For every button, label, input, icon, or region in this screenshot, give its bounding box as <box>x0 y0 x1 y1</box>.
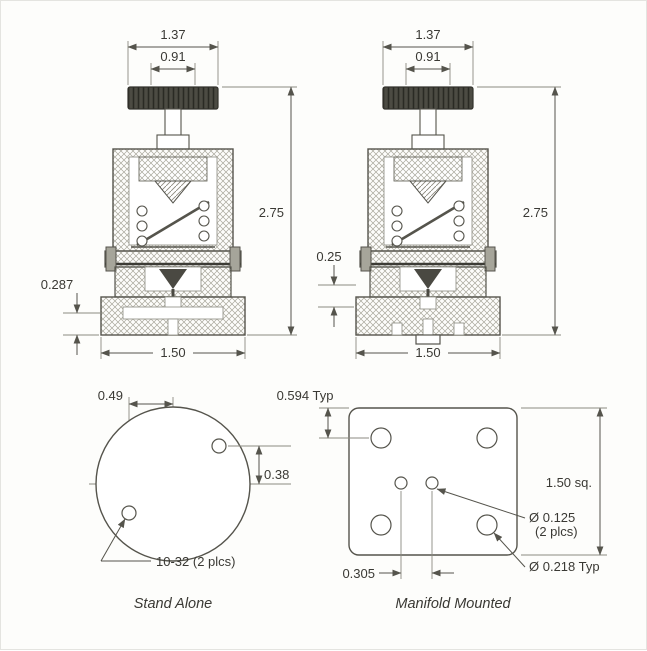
corner-hole-top-left <box>370 427 392 449</box>
dim-cap-width-stand-alone: 0.91 <box>150 49 196 85</box>
inlet-channel <box>419 296 437 310</box>
lock-nut <box>411 134 445 150</box>
cross-channel <box>122 306 224 320</box>
mount-hole-lower <box>121 505 137 521</box>
mount-hole-dia-leader: Ø 0.218 Typ <box>493 532 600 574</box>
dim-top-width-stand-alone: 1.37 <box>127 27 219 85</box>
dim-port-spacing: 0.305 <box>342 491 454 581</box>
dim-top-width-manifold: 1.37 <box>382 27 474 85</box>
bottom-view-manifold: 0.594 Typ 1.50 sq. Ø 0.125 (2 plcs) Ø 0.… <box>277 388 607 612</box>
thread-callout-leader: 10-32 (2 plcs) <box>100 518 235 569</box>
dim-label-flange-size: 1.50 sq. <box>546 475 592 490</box>
dim-label-cap-width-m: 0.91 <box>415 49 440 64</box>
flange-bolt-right <box>484 246 496 272</box>
dim-hole-offset-x: 0.49 <box>98 388 174 408</box>
dim-port-height-manifold: 0.25 <box>316 249 356 327</box>
dim-label-hole-offset-y: 0.38 <box>264 467 289 482</box>
adjust-knob <box>382 86 474 110</box>
dim-label-port-height-m: 0.25 <box>316 249 341 264</box>
mount-hole-dia-label: Ø 0.218 Typ <box>529 559 600 574</box>
valve-section-manifold <box>355 86 501 345</box>
dim-label-base-width-m: 1.50 <box>415 345 440 360</box>
port-dia-label-line1: Ø 0.125 <box>529 510 575 525</box>
front-view-manifold: 1.37 0.91 <box>316 27 561 360</box>
corner-hole-bottom-left <box>370 514 392 536</box>
dim-label-hole-offset-x: 0.49 <box>98 388 123 403</box>
thread-callout-label: 10-32 (2 plcs) <box>156 554 235 569</box>
dim-port-height-stand-alone: 0.287 <box>41 277 101 355</box>
spring-coil <box>391 200 465 247</box>
spring-coil <box>136 200 210 247</box>
dim-height-stand-alone: 2.75 <box>222 86 297 336</box>
dim-base-width-stand-alone: 1.50 <box>100 337 246 360</box>
dim-label-edge-to-hole: 0.594 Typ <box>277 388 334 403</box>
valve-section-stand-alone <box>100 86 246 336</box>
caption-manifold-mounted: Manifold Mounted <box>395 596 511 612</box>
valve-cone <box>408 180 448 204</box>
bottom-view-stand-alone: 0.49 0.38 10-32 (2 plcs) Stand Alone <box>89 388 291 612</box>
dim-label-top-width-m: 1.37 <box>415 27 440 42</box>
manifold-port-right <box>453 322 465 336</box>
dim-cap-width-manifold: 0.91 <box>405 49 451 85</box>
spring-retainer <box>393 156 463 182</box>
dim-base-width-manifold: 1.50 <box>355 337 501 360</box>
port-dia-leader: Ø 0.125 (2 plcs) <box>436 488 578 539</box>
flange-bolt-left <box>105 246 117 272</box>
dim-label-height-sa: 2.75 <box>259 205 284 220</box>
corner-hole-bottom-right <box>476 514 498 536</box>
locating-boss <box>415 334 441 345</box>
outlet-port <box>167 318 179 336</box>
spring-retainer <box>138 156 208 182</box>
lock-nut <box>156 134 190 150</box>
front-view-stand-alone: 1.37 0.91 <box>41 27 297 360</box>
poppet <box>414 269 442 289</box>
mount-hole-upper <box>211 438 227 454</box>
corner-hole-top-right <box>476 427 498 449</box>
dim-label-port-height-sa: 0.287 <box>41 277 74 292</box>
flange-bolt-right <box>229 246 241 272</box>
dim-label-base-width-sa: 1.50 <box>160 345 185 360</box>
dim-edge-to-hole: 0.594 Typ <box>277 388 369 439</box>
flange-bolt-left <box>360 246 372 272</box>
port-dia-label-line2: (2 plcs) <box>535 524 578 539</box>
center-port-left <box>394 476 408 490</box>
dim-label-top-width-sa: 1.37 <box>160 27 185 42</box>
caption-stand-alone: Stand Alone <box>134 596 212 612</box>
dim-label-cap-width-sa: 0.91 <box>160 49 185 64</box>
round-flange-outline <box>95 406 251 562</box>
outlet-port <box>422 318 434 336</box>
center-port-right <box>425 476 439 490</box>
dim-flange-size: 1.50 sq. <box>521 407 607 556</box>
dim-label-height-m: 2.75 <box>523 205 548 220</box>
dim-height-manifold: 2.75 <box>477 86 561 336</box>
valve-cone <box>153 180 193 204</box>
manifold-port-left <box>391 322 403 336</box>
dim-hole-offset-y: 0.38 <box>228 445 291 485</box>
adjust-knob <box>127 86 219 110</box>
poppet <box>159 269 187 289</box>
dim-label-port-spacing: 0.305 <box>342 566 375 581</box>
